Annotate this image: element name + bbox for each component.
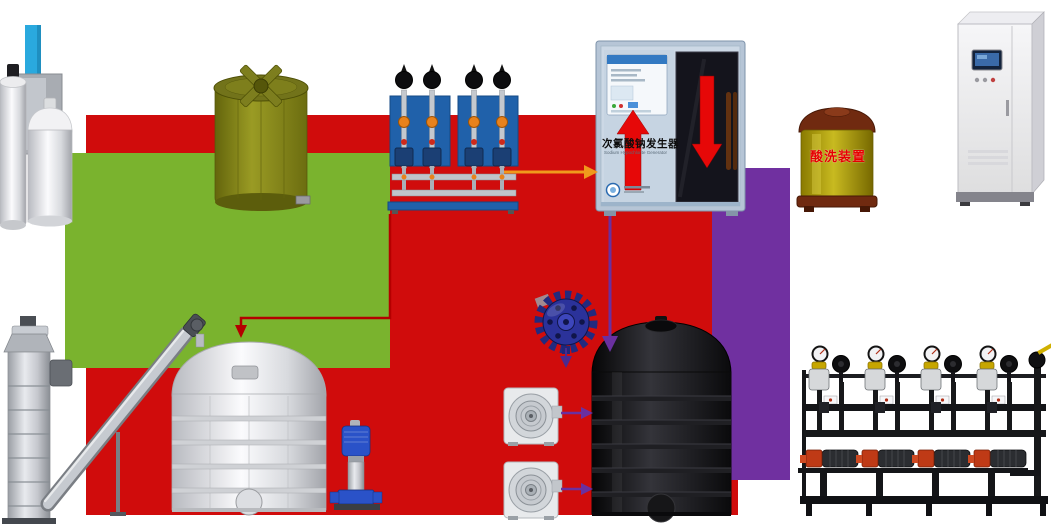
water-softener-unit	[0, 64, 73, 230]
generator-subtitle-label: Sodium Hypochlorite Generator	[604, 150, 668, 155]
storage-tank-black	[591, 316, 732, 523]
arrow-mixer-to-tank	[560, 348, 572, 368]
generator-hmi-screen	[606, 54, 668, 116]
stainless-dissolving-tank	[171, 341, 327, 516]
air-blower-1	[503, 387, 563, 446]
arrow-skid-to-generator	[504, 165, 598, 179]
black-tank-manway	[646, 493, 676, 523]
electrical-control-cabinet	[956, 11, 1045, 206]
acid-wash-tank	[796, 107, 878, 212]
tank-hatch	[231, 365, 259, 380]
dosing-pump-skid	[387, 64, 519, 214]
arrow-skid-to-stainless-tank	[235, 214, 392, 338]
acid-wash-label: 酸洗装置	[810, 149, 867, 164]
yellow-valve-lever	[1037, 343, 1051, 355]
cabinet-handle	[1006, 100, 1009, 116]
air-blower-2	[503, 461, 563, 520]
cyan-marker-bar	[25, 25, 41, 74]
vertical-multistage-pump	[329, 420, 383, 510]
chemical-dosing-tank	[213, 64, 311, 211]
sodium-hypochlorite-generator	[595, 40, 746, 216]
inclined-auger-tube	[40, 326, 194, 512]
metering-pump-skid	[797, 343, 1051, 516]
flow-arrows	[235, 165, 618, 495]
arrow-blower1-to-tank	[561, 407, 593, 419]
generator-down-arrow	[691, 75, 723, 169]
arrow-generator-to-black-tank	[602, 216, 618, 352]
arrow-blower2-to-tank	[561, 483, 593, 495]
screw-feeder	[2, 313, 206, 524]
flanged-mixer-gear	[534, 290, 598, 354]
generator-up-arrow	[616, 109, 650, 191]
generator-title-label: 次氯酸钠发生器	[602, 138, 679, 150]
